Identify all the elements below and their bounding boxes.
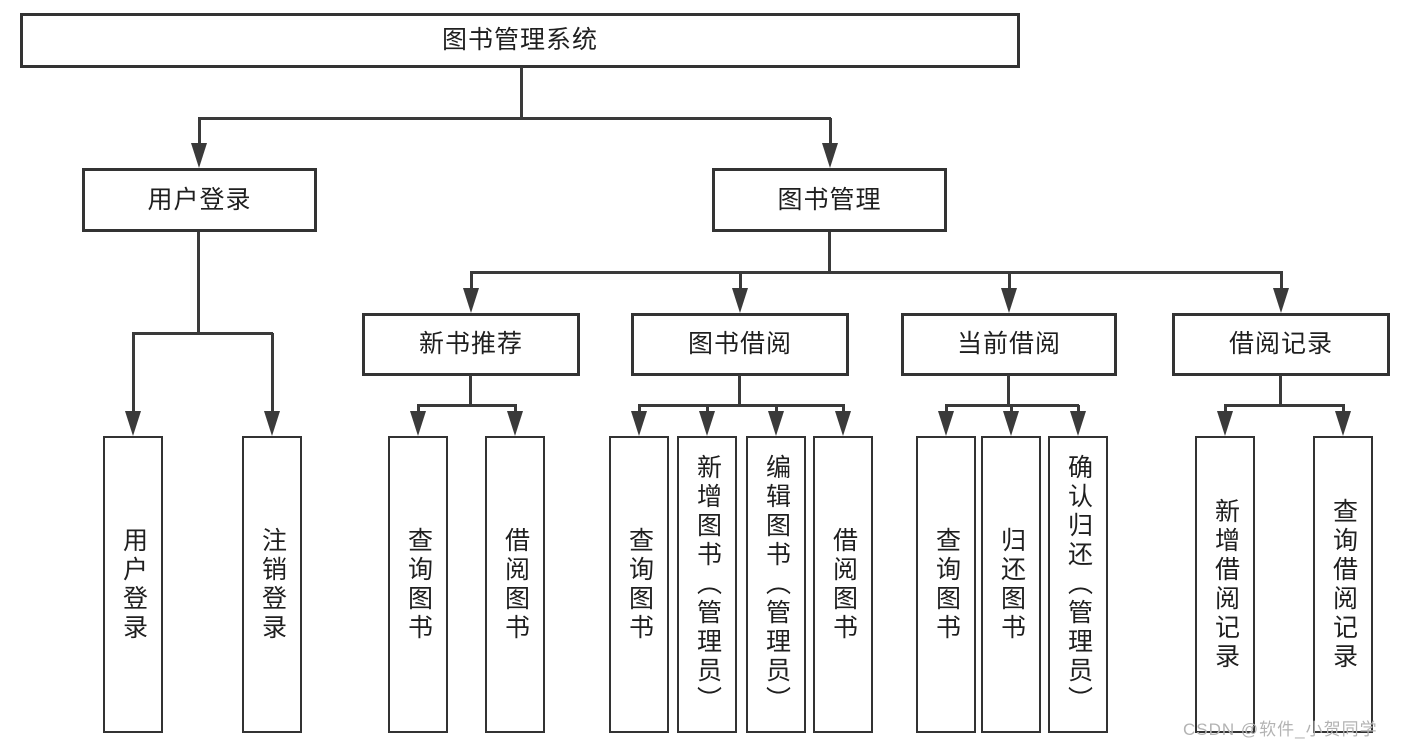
leaf-query-borrow-record: 查询借阅记录 [1313, 436, 1373, 733]
arrow-down-icon [264, 333, 280, 436]
leaf-label: 查询借阅记录 [1329, 497, 1358, 672]
connector-user-login-splitter [132, 332, 273, 335]
arrow-down-icon [631, 405, 647, 436]
arrow-down-icon [125, 333, 141, 436]
arrow-down-icon [1001, 272, 1017, 313]
node-user-login-label: 用户登录 [147, 185, 252, 214]
leaf-label: 借阅图书 [829, 526, 858, 643]
arrow-down-icon [507, 405, 523, 436]
node-root-label: 图书管理系统 [441, 26, 598, 54]
leaf-label: 查询图书 [625, 526, 654, 643]
connector-user-login-drop [197, 232, 200, 334]
csdn-watermark: CSDN @软件_小贺同学 [1183, 720, 1378, 739]
leaf-query-books: 查询图书 [916, 436, 976, 733]
leaf-label: 查询图书 [404, 526, 433, 643]
arrow-down-icon [822, 118, 838, 168]
node-book-management-label: 图书管理 [777, 185, 882, 214]
arrow-down-icon [1335, 405, 1351, 436]
leaf-add-borrow-record: 新增借阅记录 [1195, 436, 1255, 733]
node-book-borrow-label: 图书借阅 [687, 330, 792, 358]
arrow-down-icon [1217, 405, 1233, 436]
connector-borrow-records-drop [1279, 375, 1282, 406]
leaf-label: 新增借阅记录 [1211, 497, 1240, 672]
node-current-borrow-label: 当前借阅 [956, 330, 1061, 358]
leaf-label: 归还图书 [997, 526, 1026, 643]
leaf-borrow-books: 借阅图书 [813, 436, 873, 733]
connector-book-mgmt-drop [828, 232, 831, 273]
leaf-label: 确认归还（管理员） [1064, 454, 1093, 715]
leaf-label: 注销登录 [258, 526, 287, 643]
leaf-add-books-admin: 新增图书（管理员） [677, 436, 737, 733]
node-root-library-system: 图书管理系统 [20, 13, 1020, 68]
leaf-label: 用户登录 [119, 526, 148, 643]
leaf-label: 借阅图书 [501, 526, 530, 643]
node-book-management: 图书管理 [712, 168, 947, 232]
connector-current-borrow-drop [1007, 375, 1010, 406]
node-user-login: 用户登录 [82, 168, 317, 232]
leaf-label: 查询图书 [932, 526, 961, 643]
arrow-down-icon [938, 405, 954, 436]
node-borrow-records: 借阅记录 [1172, 313, 1390, 376]
arrow-down-icon [699, 405, 715, 436]
connector-level3-splitter [470, 271, 1283, 274]
connector-current-borrow-splitter [945, 404, 1079, 407]
arrow-down-icon [410, 405, 426, 436]
leaf-edit-books-admin: 编辑图书（管理员） [746, 436, 806, 733]
connector-new-book-drop [469, 375, 472, 406]
arrow-down-icon [463, 272, 479, 313]
arrow-down-icon [1273, 272, 1289, 313]
leaf-borrow-books: 借阅图书 [485, 436, 545, 733]
connector-root-drop [520, 67, 523, 119]
leaf-label: 编辑图书（管理员） [762, 454, 791, 715]
leaf-query-books: 查询图书 [609, 436, 669, 733]
node-borrow-records-label: 借阅记录 [1228, 330, 1333, 358]
node-new-book-recommend: 新书推荐 [362, 313, 580, 376]
arrow-down-icon [1003, 405, 1019, 436]
leaf-user-login: 用户登录 [103, 436, 163, 733]
node-book-borrow: 图书借阅 [631, 313, 849, 376]
connector-level2-splitter [198, 117, 831, 120]
connector-borrow-records-splitter [1224, 404, 1345, 407]
arrow-down-icon [768, 405, 784, 436]
leaf-logout: 注销登录 [242, 436, 302, 733]
node-new-book-recommend-label: 新书推荐 [418, 330, 523, 358]
arrow-down-icon [732, 272, 748, 313]
connector-book-borrow-drop [738, 375, 741, 406]
leaf-return-books: 归还图书 [981, 436, 1041, 733]
leaf-query-books: 查询图书 [388, 436, 448, 733]
arrow-down-icon [1070, 405, 1086, 436]
arrow-down-icon [191, 118, 207, 168]
connector-book-borrow-splitter [638, 404, 845, 407]
connector-new-book-splitter [417, 404, 517, 407]
leaf-label: 新增图书（管理员） [693, 454, 722, 715]
leaf-confirm-return-admin: 确认归还（管理员） [1048, 436, 1108, 733]
arrow-down-icon [835, 405, 851, 436]
node-current-borrow: 当前借阅 [901, 313, 1117, 376]
